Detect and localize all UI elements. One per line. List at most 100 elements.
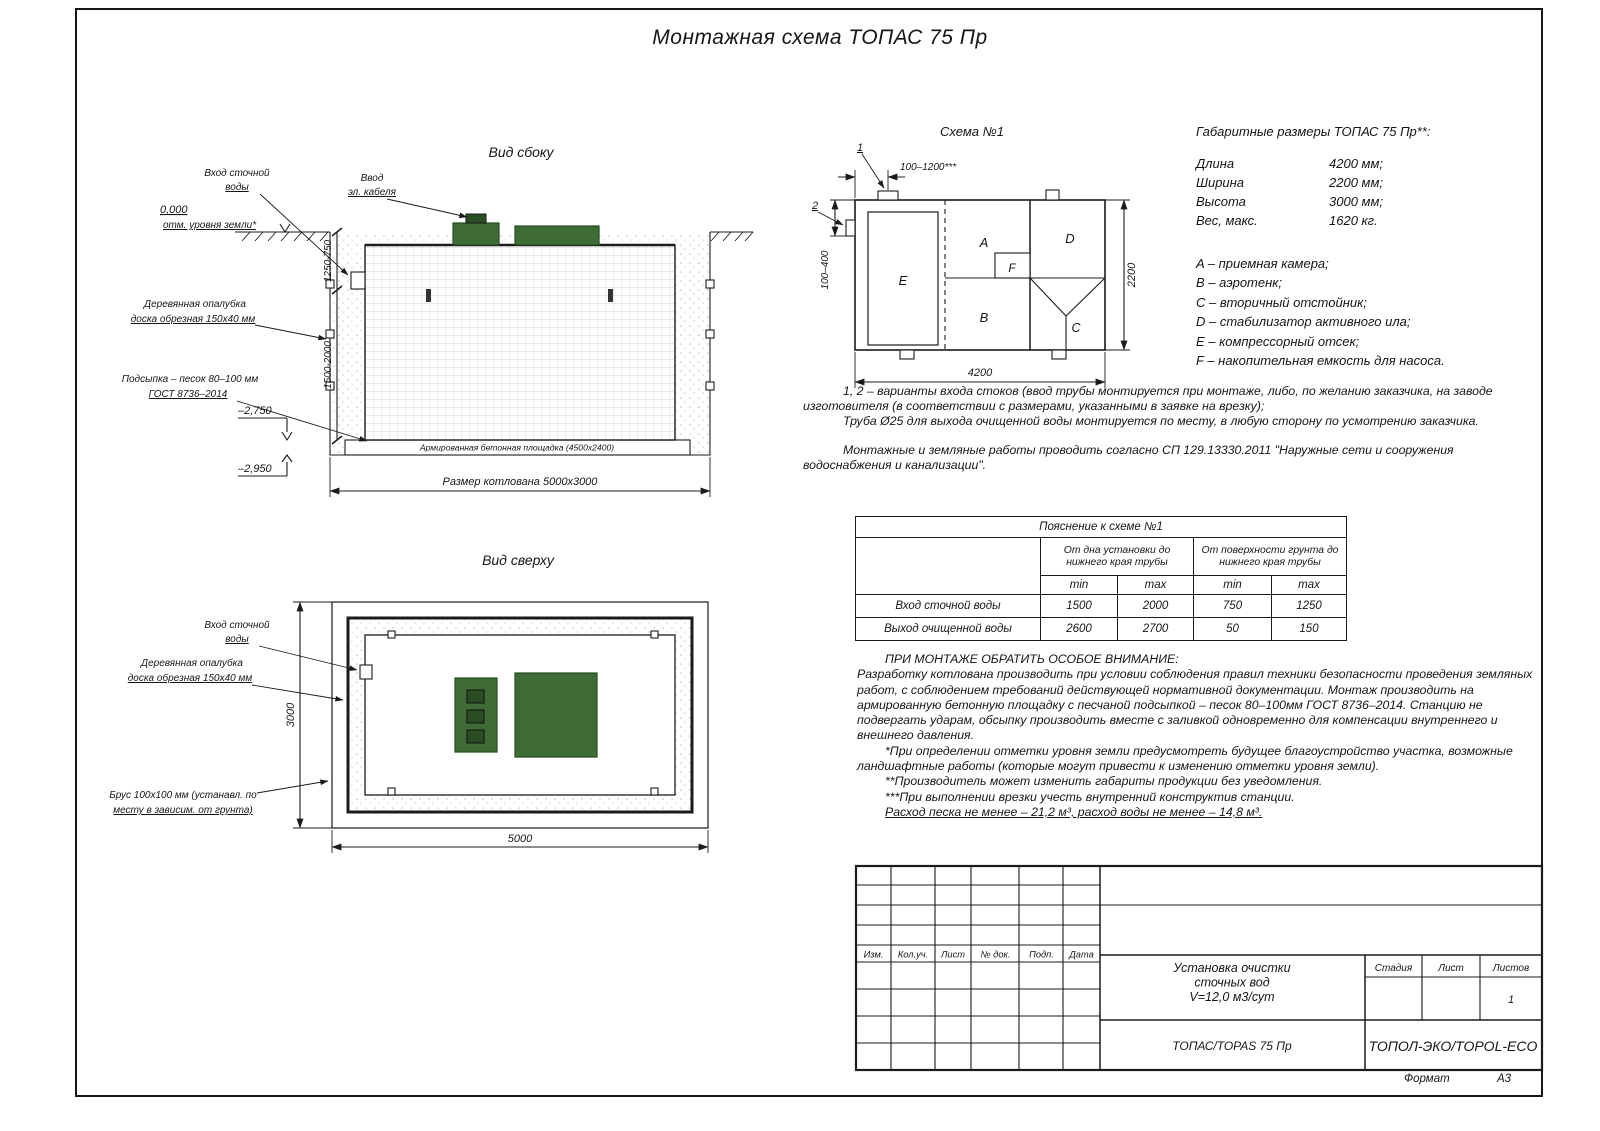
attention-section: ПРИ МОНТАЖЕ ОБРАТИТЬ ОСОБОЕ ВНИМАНИЕ: Ра… — [857, 652, 1533, 820]
dim-value: 1620 кг. — [1329, 213, 1378, 228]
format-label: Формат — [1404, 1073, 1450, 1085]
attention-note-3: ***При выполнении врезки учесть внутренн… — [885, 789, 1295, 804]
dim-label: Длина — [1196, 156, 1235, 171]
title-block: Изм. Кол.уч. Лист № док. Подп. Дата Уста… — [854, 864, 1544, 1072]
inlet-plan-label-1: Вход сточной — [204, 620, 270, 631]
stage-sheet-columns: Стадия Лист Листов 1 — [1375, 963, 1529, 1006]
table-title: Пояснение к схеме №1 — [855, 516, 1347, 538]
dim-1250-750: 1250-750 — [323, 239, 334, 282]
sand-label-2: ГОСТ 8736–2014 — [149, 389, 228, 400]
tank-fittings — [350, 271, 613, 302]
dim-100-400: 100–400 — [820, 199, 855, 289]
sand-label-1: Подсыпка – песок 80–100 мм — [122, 374, 259, 385]
dim-2200-label: 2200 — [1126, 262, 1138, 288]
scheme-1-drawing: Схема №1 A B C D E F 1 — [811, 124, 1138, 388]
note-paragraph: 1, 2 – варианты входа стоков (ввод трубы… — [803, 384, 1493, 413]
row-label: Вход сточной воды — [855, 594, 1041, 618]
attention-body: Разработку котлована производить при усл… — [857, 667, 1533, 743]
project-line-1: Установка очистки — [1172, 961, 1290, 975]
leader-sand: Подсыпка – песок 80–100 мм ГОСТ 8736–201… — [122, 374, 368, 442]
dim-value: 2200 мм; — [1329, 175, 1383, 190]
dim-label: Высота — [1196, 194, 1246, 209]
inlet-fitting-plan — [359, 664, 373, 680]
inlet-variant-2 — [845, 219, 856, 237]
consumption-text: Расход песка не менее – 21,2 м³, расход … — [885, 804, 1263, 819]
dim-5000: 5000 — [331, 830, 709, 853]
legend-item: F – накопительная емкость для насоса. — [1196, 352, 1445, 368]
cell: 2600 — [1040, 617, 1118, 641]
lid-small — [452, 222, 500, 246]
dim-4200: 4200 — [854, 352, 1106, 388]
chamber-a-label: A — [979, 235, 989, 250]
table-max-header: max — [1271, 575, 1347, 595]
attention-note-2: **Производитель может изменить габариты … — [885, 774, 1323, 789]
concrete-pad-label: Армированная бетонная площадка (4500x240… — [419, 443, 614, 453]
callout-2: 2 — [811, 200, 844, 226]
cell: 2000 — [1117, 594, 1194, 618]
mount-marks — [387, 630, 659, 796]
depth-dimension-chain: 1250-750 1500-2000 — [323, 227, 343, 445]
table-max-header: max — [1117, 575, 1194, 595]
dimensions-title: Габаритные размеры ТОПАС 75 Пр**: — [1196, 124, 1431, 139]
cell: 1500 — [1040, 594, 1118, 618]
lid-large-plan — [514, 672, 598, 758]
project-line-3: V=12,0 м3/сут — [1189, 990, 1274, 1004]
chamber-d-label: D — [1065, 231, 1074, 246]
stage-label: Стадия — [1375, 963, 1413, 974]
chamber-c-label: C — [1071, 321, 1081, 335]
pit-plan — [331, 601, 709, 829]
dimension-row: Высота 3000 мм; — [1196, 192, 1531, 211]
cell: 2700 — [1117, 617, 1194, 641]
attention-heading: ПРИ МОНТАЖЕ ОБРАТИТЬ ОСОБОЕ ВНИМАНИЕ: — [885, 652, 1179, 666]
sheets-label: Листов — [1492, 963, 1529, 974]
project-name: Установка очистки сточных вод V=12,0 м3/… — [1172, 961, 1290, 1004]
formwork-label-2: доска обрезная 150x40 мм — [131, 313, 256, 325]
leader-inlet-plan: Вход сточной воды — [204, 620, 358, 671]
revision-table-headers: Изм. Кол.уч. Лист № док. Подп. Дата — [864, 950, 1094, 960]
formwork-plan-label-2: доска обрезная 150x40 мм — [128, 672, 253, 684]
cable-label-2: эл. кабеля — [348, 186, 397, 198]
beam-label-2: месту в зависим. от грунта) — [113, 805, 253, 816]
note-paragraph: Труба Ø25 для выхода очищенной воды монт… — [843, 414, 1479, 428]
station-plan — [845, 189, 1106, 360]
level-0000-label: 0,000 — [160, 204, 188, 216]
cell: 150 — [1271, 617, 1347, 641]
tank-lids-plan — [454, 672, 598, 758]
dimension-row: Вес, макс.1620 кг. — [1196, 211, 1531, 230]
pit-size-label: Размер котлована 5000x3000 — [443, 476, 599, 488]
col-doc: № док. — [981, 950, 1011, 960]
dim-100-1200: 100–1200*** — [838, 162, 957, 198]
lid-large — [514, 225, 600, 246]
revision-table-grid — [856, 866, 1101, 1070]
dim-value: 3000 мм; — [1329, 194, 1383, 209]
dim-100-1200-label: 100–1200*** — [900, 162, 957, 173]
format-value: А3 — [1497, 1073, 1512, 1085]
formwork-board-marks — [325, 279, 715, 391]
ground-hatch — [241, 231, 754, 242]
tank-lids — [452, 213, 600, 246]
table-row: Вход сточной воды 1500 2000 750 1250 — [855, 594, 1347, 618]
callout-1: 1 — [857, 142, 885, 189]
legend-item: B – аэротенк; — [1196, 275, 1283, 291]
model-name: ТОПАС/TOPAS 75 Пр — [1172, 1039, 1292, 1053]
inlet-plan-label-2: воды — [225, 634, 249, 645]
pit-outline — [235, 231, 753, 456]
page-title: Монтажная схема ТОПАС 75 Пр — [652, 26, 988, 49]
dim-label: Ширина — [1196, 175, 1245, 190]
tank-body — [364, 243, 676, 441]
legend-item: E – компрессорный отсек; — [1196, 333, 1360, 349]
table-min-header: min — [1040, 575, 1118, 595]
dim-3000: 3000 — [285, 601, 332, 829]
dim-3000-label: 3000 — [285, 702, 297, 727]
level-mark-2950: –2,950 — [237, 454, 293, 477]
formwork-label-1: Деревянная опалубка — [143, 298, 246, 310]
inlet-variant-1 — [877, 190, 899, 201]
table-group-2: От поверхности грунта до нижнего края тр… — [1193, 537, 1347, 576]
note-paragraph: Монтажные и земляные работы проводить со… — [803, 443, 1454, 472]
dim-1500-2000: 1500-2000 — [323, 341, 334, 389]
legend-item: A – приемная камера; — [1196, 256, 1329, 271]
leader-formwork: Деревянная опалубка доска обрезная 150x4… — [131, 298, 327, 341]
scheme-title: Схема №1 — [940, 124, 1004, 139]
